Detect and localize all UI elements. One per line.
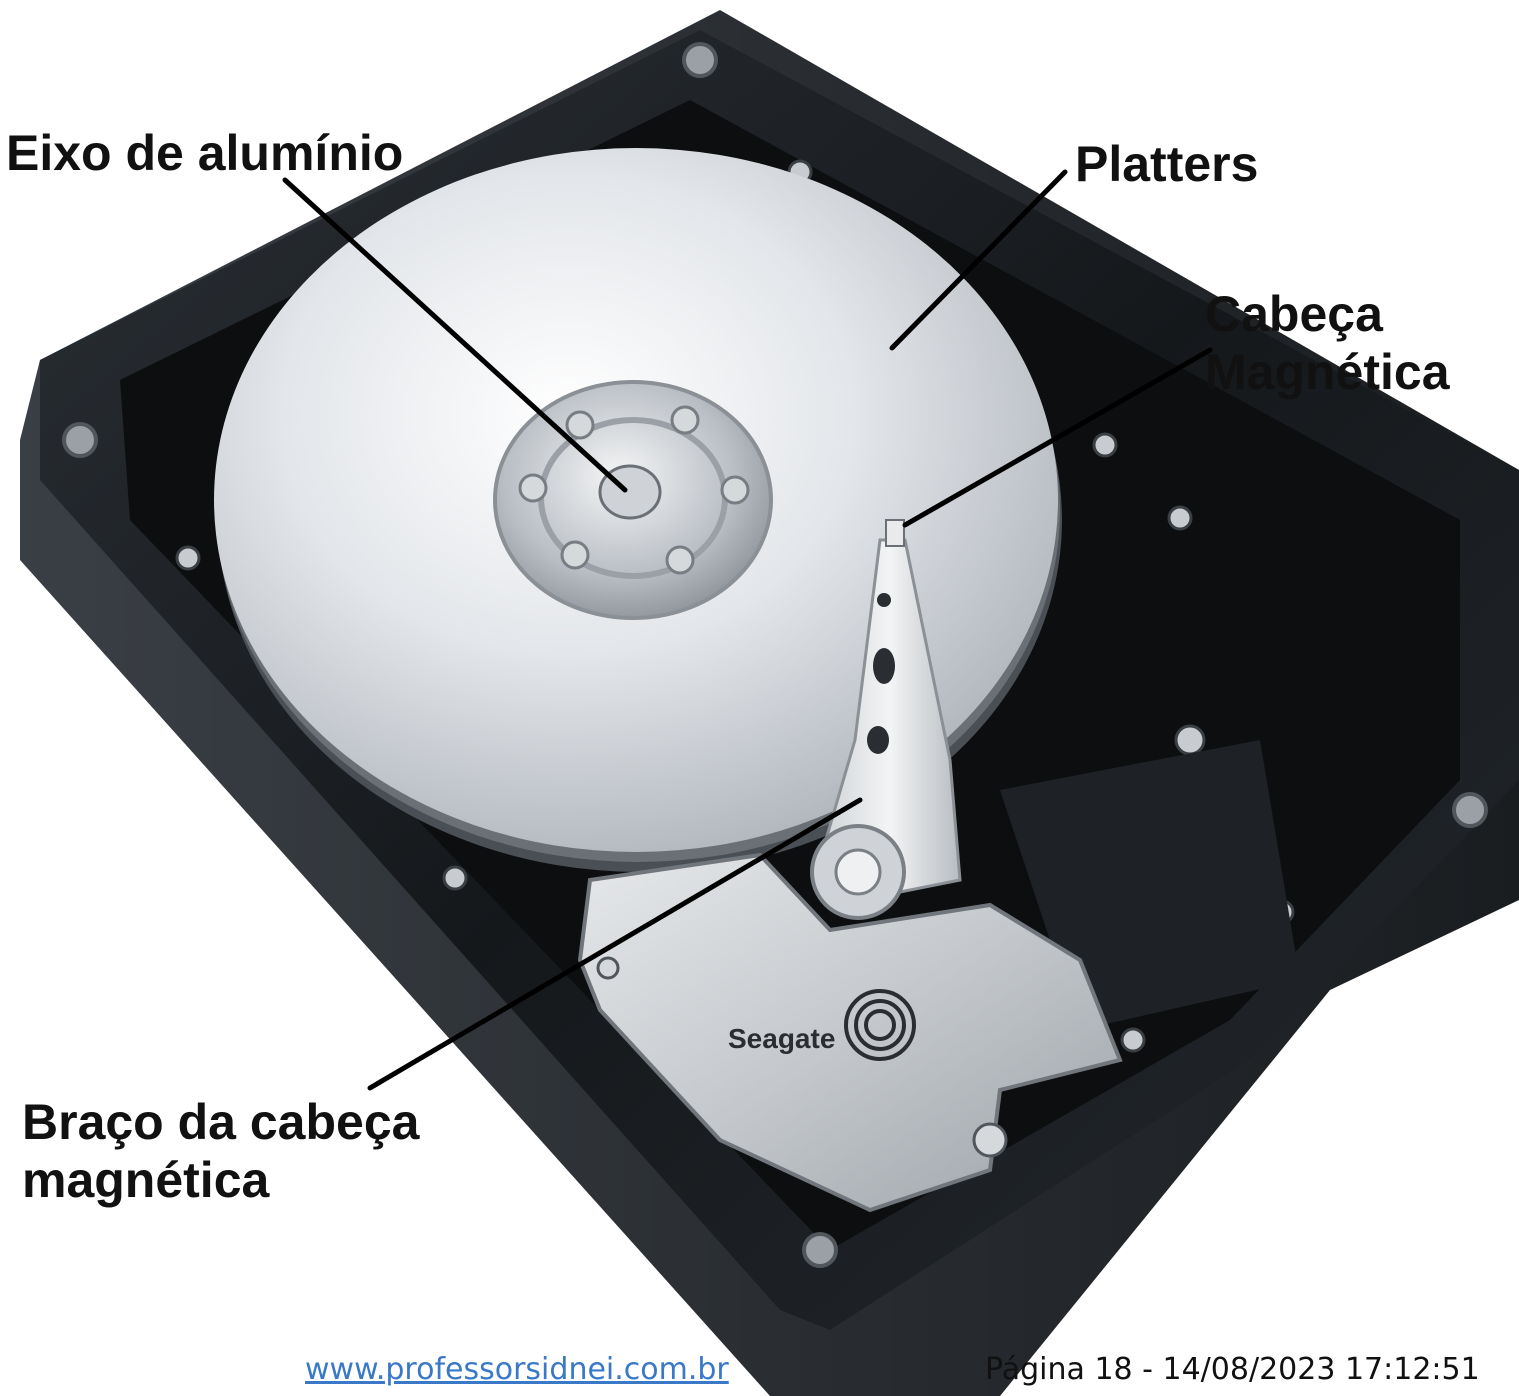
- screw-icon: [1120, 1027, 1146, 1053]
- callout-line-arm: [367, 797, 863, 1091]
- label-magnetic-head-line2: Magnética: [1205, 343, 1450, 400]
- callout-line-platters: [889, 169, 1068, 351]
- screw-icon: [1092, 432, 1118, 458]
- corner-bolt-icon: [802, 1232, 838, 1268]
- footer-page-info: Página 18 - 14/08/2023 17:12:51: [985, 1352, 1480, 1387]
- cover-plate: [577, 852, 1123, 1213]
- label-magnetic-head-line1: Cabeça: [1205, 286, 1383, 342]
- screw-icon: [972, 1122, 1008, 1158]
- screw-icon: [175, 545, 201, 571]
- label-platters: Platters: [1075, 136, 1259, 192]
- corner-bolt-icon: [1452, 792, 1488, 828]
- label-spindle: Eixo de alumínio: [6, 125, 404, 181]
- arm-hole: [873, 648, 895, 684]
- arm-hole: [877, 593, 891, 607]
- footer-website-link[interactable]: www.professorsidnei.com.br: [305, 1352, 729, 1387]
- arm-hole: [867, 726, 889, 754]
- screw-icon: [1167, 505, 1193, 531]
- hub-screw-icon: [565, 410, 595, 440]
- hub-screw-icon: [670, 405, 700, 435]
- label-head-arm-line2: magnética: [22, 1151, 270, 1208]
- arm-body: [818, 538, 962, 902]
- hub-screw-icon: [720, 475, 750, 505]
- hub-screw-icon: [518, 473, 548, 503]
- callout-line-spindle: [282, 177, 628, 493]
- screw-icon: [442, 865, 468, 891]
- seagate-logo-icon: [844, 989, 916, 1061]
- label-magnetic-head: Cabeça Magnética: [1205, 286, 1450, 401]
- corner-bolt-icon: [682, 42, 718, 78]
- corner-bolt-icon: [62, 422, 98, 458]
- callout-lines: [282, 169, 1213, 1091]
- platter-stack: [214, 148, 1062, 872]
- hub-screw-icon: [560, 540, 590, 570]
- actuator-pivot-cap: [834, 848, 882, 896]
- brand-logo-text: Seagate: [728, 1023, 835, 1054]
- label-head-arm: Braço da cabeça magnética: [22, 1094, 419, 1209]
- label-head-arm-line1: Braço da cabeça: [22, 1094, 420, 1150]
- hub-screw-icon: [665, 545, 695, 575]
- read-head: [885, 519, 905, 547]
- callout-line-head: [902, 347, 1213, 528]
- actuator-cover-plate: Seagate: [577, 852, 1123, 1213]
- screw-icon: [596, 956, 620, 980]
- actuator-arm: [810, 519, 962, 920]
- screw-icon: [1174, 724, 1206, 756]
